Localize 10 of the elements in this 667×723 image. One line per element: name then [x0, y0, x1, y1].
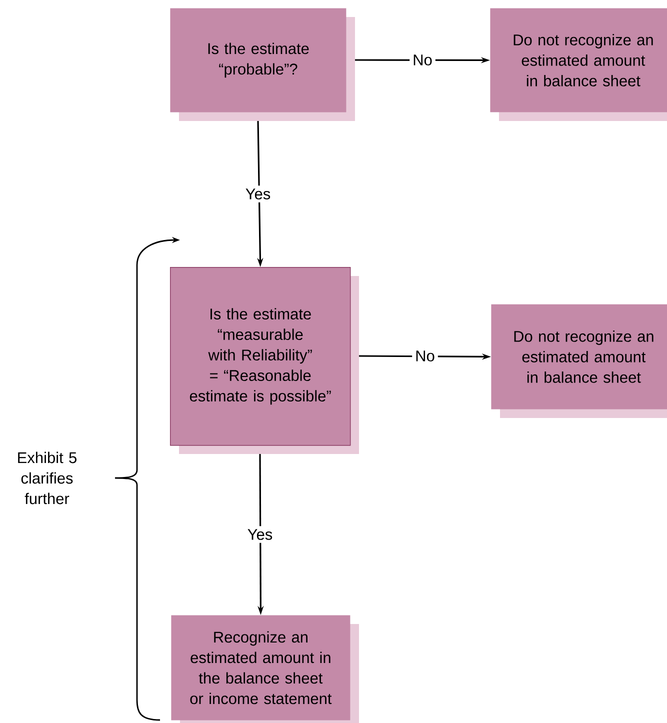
process-box: Is the estimate “probable”?	[170, 8, 355, 121]
edge-label: Yes	[242, 186, 274, 202]
process-box: Do not recognize an estimated amount in balance sheet	[491, 304, 667, 418]
process-box: Is the estimate “measurable with Reliability” = “Reasonable estimate is possible”	[170, 267, 359, 454]
process-box: Recognize an estimated amount in the balance sheet or income statement	[171, 615, 359, 723]
process-box: Do not recognize an estimated amount in balance sheet	[490, 8, 667, 121]
edge-label: No	[410, 52, 436, 68]
edge-label: No	[412, 348, 438, 364]
note: Exhibit 5 clarifies further	[18, 452, 76, 504]
edge-label: Yes	[244, 526, 276, 543]
